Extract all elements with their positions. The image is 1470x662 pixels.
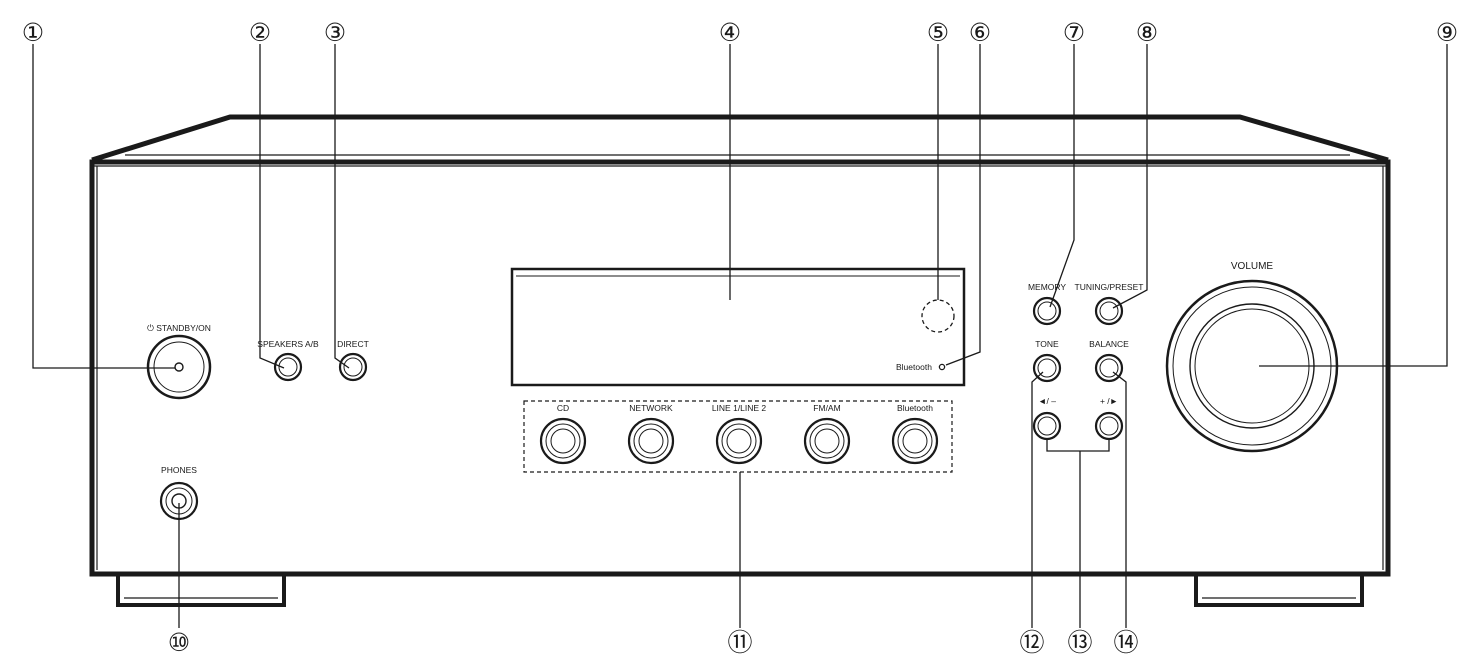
callout-3: ③	[324, 18, 346, 47]
remote-sensor	[921, 299, 955, 333]
balance-button[interactable]	[1094, 353, 1124, 383]
input-line-button[interactable]	[715, 417, 763, 465]
direct-button[interactable]	[338, 352, 368, 382]
standby-button[interactable]	[146, 334, 212, 400]
input-bluetooth-button[interactable]	[891, 417, 939, 465]
memory-label: MEMORY	[1028, 282, 1066, 292]
callout-8: ⑧	[1136, 18, 1158, 47]
direct-label: DIRECT	[337, 339, 369, 349]
input-line-label: LINE 1/LINE 2	[712, 403, 767, 413]
minus-label: ◄/ –	[1038, 396, 1056, 406]
input-network-label: NETWORK	[629, 403, 673, 413]
minus-button[interactable]	[1032, 411, 1062, 441]
plus-button[interactable]	[1094, 411, 1124, 441]
bluetooth-indicator	[938, 363, 946, 371]
callout-4: ④	[719, 18, 741, 47]
callout-numbers: ① ② ③ ④ ⑤ ⑥ ⑦ ⑧ ⑨ ⑩ ⑪ ⑫ ⑬ ⑭	[22, 18, 1458, 657]
tuning-label: TUNING/PRESET	[1075, 282, 1144, 292]
callout-12: ⑫	[1019, 628, 1044, 657]
input-network-button[interactable]	[627, 417, 675, 465]
volume-label: VOLUME	[1231, 261, 1274, 272]
tone-button[interactable]	[1032, 353, 1062, 383]
input-bluetooth-label: Bluetooth	[897, 403, 933, 413]
callout-1: ①	[22, 18, 44, 47]
callout-13: ⑬	[1067, 628, 1092, 657]
callout-11: ⑪	[727, 628, 752, 657]
callout-2: ②	[249, 18, 271, 47]
input-selector-group	[523, 400, 953, 473]
callout-lines	[32, 44, 1448, 628]
callout-6: ⑥	[969, 18, 991, 47]
input-fmam-button[interactable]	[803, 417, 851, 465]
display-window	[510, 267, 966, 387]
memory-button[interactable]	[1032, 296, 1062, 326]
callout-10: ⑩	[168, 628, 190, 657]
input-cd-button[interactable]	[539, 417, 587, 465]
speakers-label: SPEAKERS A/B	[257, 339, 319, 349]
callout-7: ⑦	[1063, 18, 1085, 47]
speakers-button[interactable]	[273, 352, 303, 382]
standby-label: ⏻ STANDBY/ON	[147, 323, 211, 333]
input-fmam-label: FM/AM	[813, 403, 840, 413]
callout-5: ⑤	[927, 18, 949, 47]
callout-14: ⑭	[1113, 628, 1138, 657]
callout-9: ⑨	[1436, 18, 1458, 47]
display-bluetooth-label: Bluetooth	[896, 362, 932, 372]
phones-label: PHONES	[161, 465, 197, 475]
tuning-preset-button[interactable]	[1094, 296, 1124, 326]
tone-label: TONE	[1035, 339, 1059, 349]
balance-label: BALANCE	[1089, 339, 1129, 349]
plus-label: + /►	[1100, 396, 1118, 406]
input-cd-label: CD	[557, 403, 569, 413]
